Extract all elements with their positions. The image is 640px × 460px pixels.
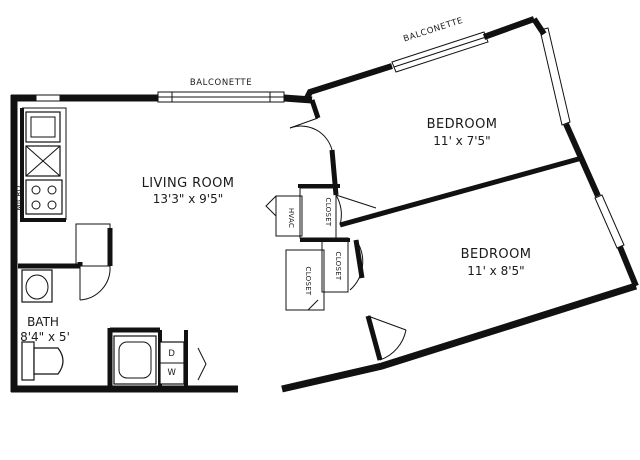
doors bbox=[79, 117, 407, 381]
closet-upper-label: CLOSET bbox=[324, 198, 332, 227]
living-room-dims: 13'3" x 9'5" bbox=[153, 192, 224, 206]
closet-bedroom2-label: CLOSET bbox=[334, 252, 342, 281]
balconette-left-label: BALCONETTE bbox=[190, 78, 252, 88]
bathtub bbox=[113, 335, 157, 385]
fixtures bbox=[21, 111, 185, 385]
micro-label: MICRO bbox=[15, 185, 23, 210]
bedroom2-name: BEDROOM bbox=[461, 247, 532, 262]
bath-name: BATH bbox=[27, 315, 59, 329]
bedroom1-dims: 11' x 7'5" bbox=[433, 134, 490, 148]
bedroom2-dims: 11' x 8'5" bbox=[467, 264, 524, 278]
dw-w-label: W bbox=[167, 368, 176, 378]
interior-walls bbox=[18, 99, 583, 389]
exterior-walls bbox=[10, 16, 639, 393]
balconette-right-label: BALCONETTE bbox=[402, 16, 464, 45]
closet-lower-label: CLOSET bbox=[304, 267, 312, 296]
bath-dims: 8'4" x 5' bbox=[20, 330, 70, 344]
bedroom1-name: BEDROOM bbox=[427, 117, 498, 132]
stove bbox=[25, 179, 63, 215]
dw-d-label: D bbox=[168, 349, 175, 359]
hvac-label: HVAC bbox=[287, 208, 295, 228]
windows bbox=[35, 27, 625, 249]
living-room-name: LIVING ROOM bbox=[142, 176, 235, 191]
toilet bbox=[21, 341, 64, 381]
